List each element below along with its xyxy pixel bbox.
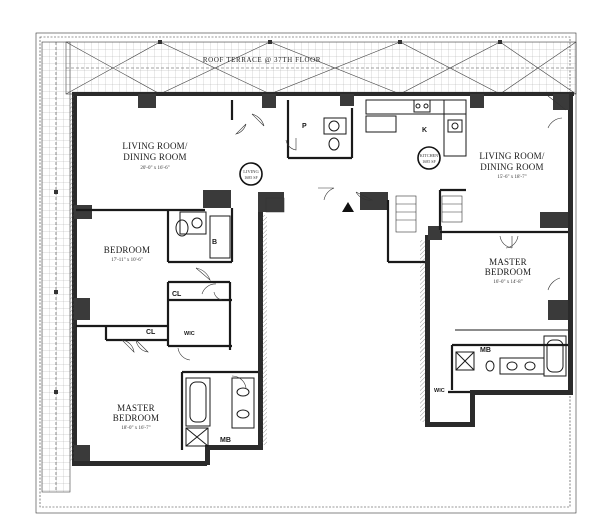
bath-b: B [175, 211, 231, 259]
roof-terrace: ROOF TERRACE @ 37TH FLOOR [35, 32, 577, 514]
columns [74, 94, 569, 461]
room-label-master-right: MASTER BEDROOM 16'-0" x 14'-8" [485, 257, 531, 285]
living-area-badge: LIVING 1685 SF [239, 162, 263, 186]
wic-tag-right: WIC [434, 388, 445, 394]
svg-text:BEDROOM: BEDROOM [485, 267, 531, 277]
svg-text:MASTER: MASTER [117, 403, 155, 413]
svg-text:1685 SF: 1685 SF [422, 159, 436, 164]
closet-tag-upper: CL [172, 291, 182, 298]
svg-text:1685 SF: 1685 SF [244, 175, 258, 180]
exterior-walls [70, 92, 574, 466]
kitchen-tag: K [422, 127, 427, 134]
svg-text:DINING ROOM: DINING ROOM [480, 162, 543, 172]
room-label-master-left: MASTER BEDROOM 18'-0" x 16'-7" [113, 403, 159, 431]
svg-text:KITCHEN: KITCHEN [420, 153, 438, 158]
svg-text:LIVING ROOM/: LIVING ROOM/ [122, 141, 187, 151]
room-label-living-left: LIVING ROOM/ DINING ROOM 20'-0" x 16'-6" [122, 141, 187, 171]
svg-text:MASTER: MASTER [489, 257, 527, 267]
master-bath-left-tag: MB [220, 437, 231, 444]
svg-text:BEDROOM: BEDROOM [104, 245, 150, 255]
closet-tag-lower: CL [146, 329, 156, 336]
svg-text:DINING ROOM: DINING ROOM [123, 152, 186, 162]
svg-text:18'-0" x 16'-7": 18'-0" x 16'-7" [121, 426, 150, 431]
room-label-living-right: LIVING ROOM/ DINING ROOM 15'-6" x 18'-7" [479, 151, 544, 180]
room-label-bedroom: BEDROOM 17'-11" x 10'-6" [104, 245, 150, 263]
kitchen-area-badge: KITCHEN 1685 SF [417, 146, 441, 170]
powder-room: P [302, 117, 347, 151]
svg-text:16'-0" x 14'-8": 16'-0" x 14'-8" [493, 280, 522, 285]
door-swings [121, 95, 567, 389]
svg-text:BEDROOM: BEDROOM [113, 413, 159, 423]
svg-text:LIVING ROOM/: LIVING ROOM/ [479, 151, 544, 161]
entry-arrow [342, 202, 354, 212]
svg-text:20'-0" x 16'-6": 20'-0" x 16'-6" [140, 166, 169, 171]
master-bath-left: MB [185, 377, 255, 447]
interior-partitions [76, 100, 568, 450]
wic-tag-left: WIC [184, 331, 195, 337]
pantry-tag: P [302, 123, 307, 130]
svg-text:15'-6" x 18'-7": 15'-6" x 18'-7" [497, 175, 526, 180]
kitchen: K [365, 99, 467, 157]
master-bath-right-tag: MB [480, 347, 491, 354]
bath-b-tag: B [212, 239, 217, 246]
entry-stairs [265, 195, 463, 233]
svg-text:17'-11" x 10'-6": 17'-11" x 10'-6" [111, 258, 143, 263]
master-bath-right: MB [455, 335, 567, 377]
terrace-label: ROOF TERRACE @ 37TH FLOOR [203, 56, 321, 64]
svg-text:LIVING: LIVING [243, 169, 259, 174]
